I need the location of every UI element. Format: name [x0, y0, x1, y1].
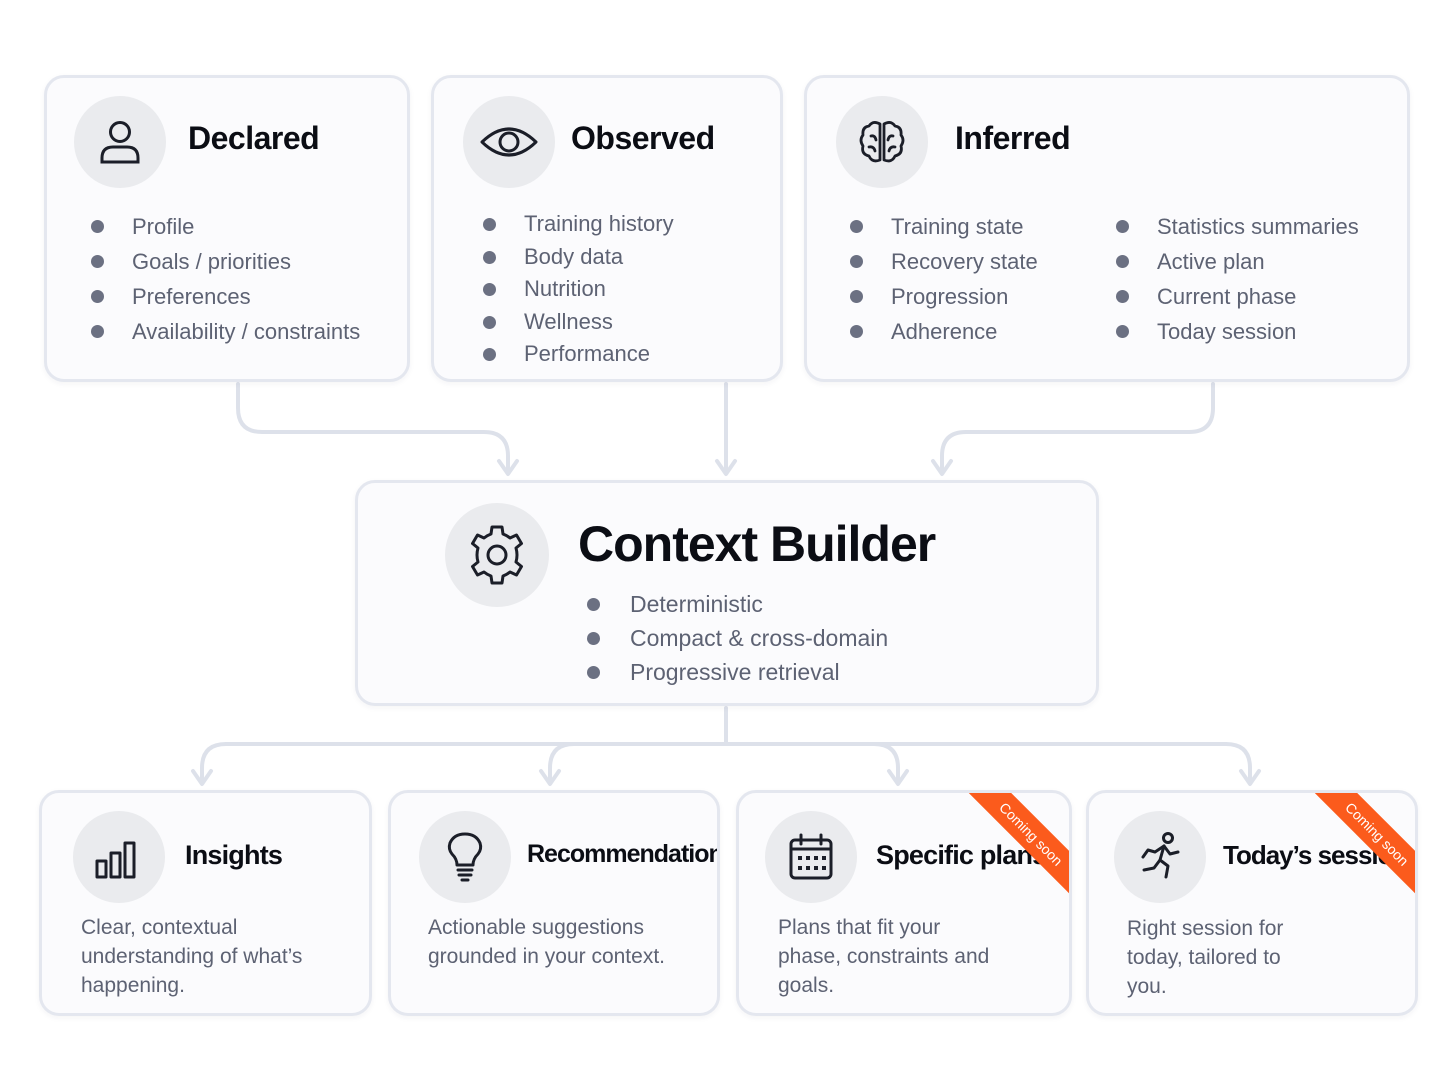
- inferred-list-right: Statistics summaries Active plan Current…: [1116, 209, 1359, 349]
- connector-today: [1224, 742, 1252, 782]
- list-item: Progressive retrieval: [586, 655, 888, 689]
- running-person-icon: [1114, 811, 1206, 903]
- context-builder-title: Context Builder: [578, 516, 936, 572]
- declared-list: Profile Goals / priorities Preferences A…: [90, 209, 360, 349]
- calendar-icon: [765, 811, 857, 903]
- list-item: Recovery state: [850, 244, 1038, 279]
- insights-title: Insights: [185, 840, 283, 870]
- recommendations-title: Recommendations: [527, 840, 720, 868]
- connector-insights: [200, 742, 228, 782]
- eye-icon: [463, 96, 555, 188]
- connector-recommendations: [548, 742, 576, 782]
- arrowhead-observed: [715, 459, 737, 476]
- list-item: Statistics summaries: [1116, 209, 1359, 244]
- list-item: Deterministic: [586, 587, 888, 621]
- specific-plans-card: Specific plans Plans that fit your phase…: [736, 790, 1072, 1016]
- list-item: Availability / constraints: [90, 314, 360, 349]
- list-item: Goals / priorities: [90, 244, 360, 279]
- inferred-title: Inferred: [955, 120, 1071, 156]
- inferred-list-left: Training state Recovery state Progressio…: [850, 209, 1038, 349]
- arrowhead-today: [1239, 769, 1261, 786]
- observed-list: Training history Body data Nutrition Wel…: [483, 208, 674, 371]
- bar-chart-icon: [73, 811, 165, 903]
- brain-icon: [836, 96, 928, 188]
- declared-title: Declared: [188, 120, 320, 156]
- inferred-card: Inferred Training state Recovery state P…: [804, 75, 1410, 382]
- list-item: Adherence: [850, 314, 1038, 349]
- list-item: Training state: [850, 209, 1038, 244]
- arrowhead-inferred: [931, 459, 953, 476]
- list-item: Wellness: [483, 306, 674, 339]
- specific-plans-title: Specific plans: [876, 840, 1047, 870]
- arrowhead-insights: [191, 769, 213, 786]
- list-item: Preferences: [90, 279, 360, 314]
- list-item: Profile: [90, 209, 360, 244]
- recommendations-description: Actionable suggestions grounded in your …: [428, 916, 665, 968]
- arrowhead-recommendations: [539, 769, 561, 786]
- connector-declared: [236, 382, 510, 472]
- arrowhead-plans: [887, 769, 909, 786]
- arrowhead-declared: [497, 459, 519, 476]
- list-item: Today session: [1116, 314, 1359, 349]
- list-item: Active plan: [1116, 244, 1359, 279]
- declared-card: Declared Profile Goals / priorities Pref…: [44, 75, 410, 382]
- list-item: Performance: [483, 338, 674, 371]
- recommendations-card: Recommendations Actionable suggestions g…: [388, 790, 720, 1016]
- list-item: Compact & cross-domain: [586, 621, 888, 655]
- list-item: Training history: [483, 208, 674, 241]
- context-builder-card: Context Builder Deterministic Compact & …: [355, 480, 1099, 706]
- insights-description: Clear, contextual understanding of what’…: [81, 916, 303, 997]
- gear-icon: [445, 503, 549, 607]
- list-item: Nutrition: [483, 273, 674, 306]
- todays-session-description: Right session for today, tailored to you…: [1127, 917, 1284, 998]
- lightbulb-icon: [419, 811, 511, 903]
- specific-plans-description: Plans that fit your phase, constraints a…: [778, 916, 990, 997]
- user-icon: [74, 96, 166, 188]
- list-item: Body data: [483, 241, 674, 274]
- observed-title: Observed: [571, 120, 715, 156]
- insights-card: Insights Clear, contextual understanding…: [39, 790, 372, 1016]
- observed-card: Observed Training history Body data Nutr…: [431, 75, 783, 382]
- todays-session-card: Today’s session Right session for today,…: [1086, 790, 1418, 1016]
- list-item: Progression: [850, 279, 1038, 314]
- connector-plans: [872, 742, 900, 782]
- context-builder-list: Deterministic Compact & cross-domain Pro…: [586, 587, 888, 689]
- list-item: Current phase: [1116, 279, 1359, 314]
- connector-inferred: [940, 382, 1215, 472]
